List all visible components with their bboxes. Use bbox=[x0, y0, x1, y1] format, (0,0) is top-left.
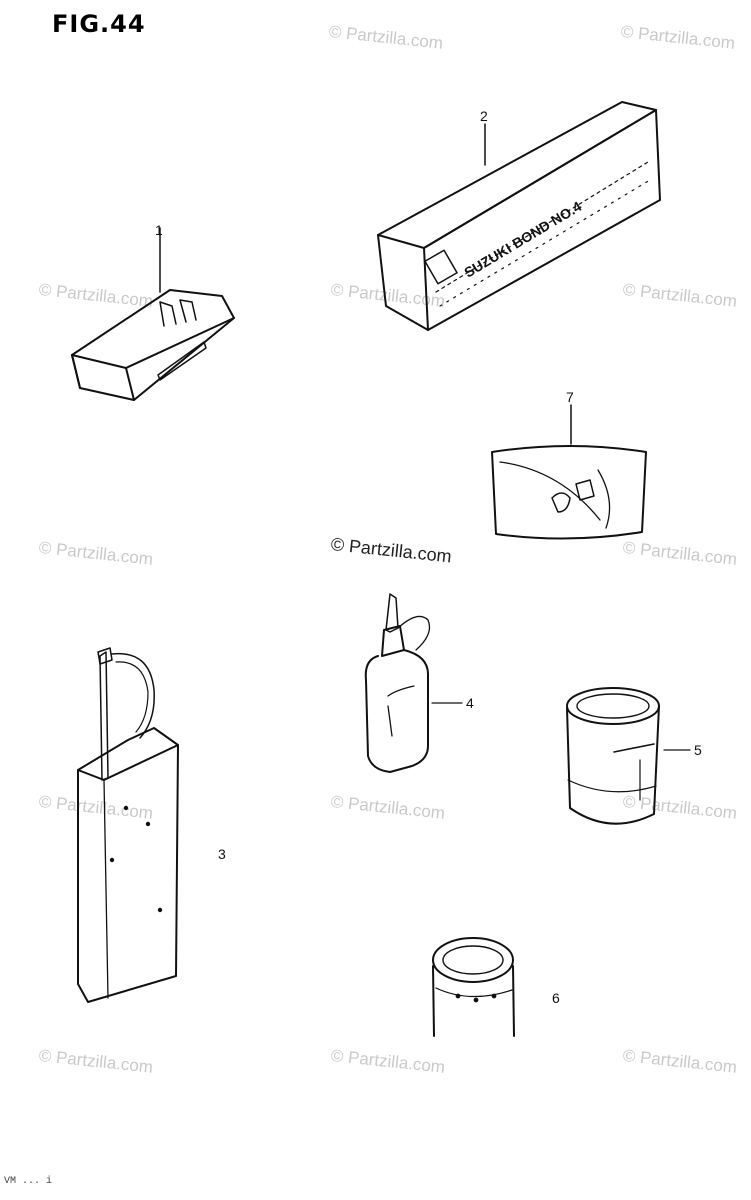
callout-7: 7 bbox=[566, 389, 574, 405]
callout-1: 1 bbox=[155, 222, 163, 238]
callout-5: 5 bbox=[694, 742, 702, 758]
bond-box-icon: SUZUKI BOND NO.4 bbox=[377, 101, 661, 331]
paint-can-icon bbox=[566, 687, 691, 825]
bond-label: SUZUKI BOND NO.4 bbox=[461, 198, 584, 281]
callout-3: 3 bbox=[218, 846, 226, 862]
oil-can-icon bbox=[77, 647, 179, 1003]
figure-title: FIG.44 bbox=[52, 10, 146, 38]
callout-6: 6 bbox=[552, 990, 560, 1006]
grease-can-icon bbox=[432, 937, 515, 1037]
oil-bottle-icon bbox=[364, 593, 463, 773]
callout-2: 2 bbox=[480, 108, 488, 124]
tool-bag-icon bbox=[71, 227, 235, 401]
footer-code: VM ... i bbox=[4, 1176, 53, 1187]
callout-4: 4 bbox=[466, 695, 474, 711]
pouch-icon bbox=[491, 404, 647, 540]
